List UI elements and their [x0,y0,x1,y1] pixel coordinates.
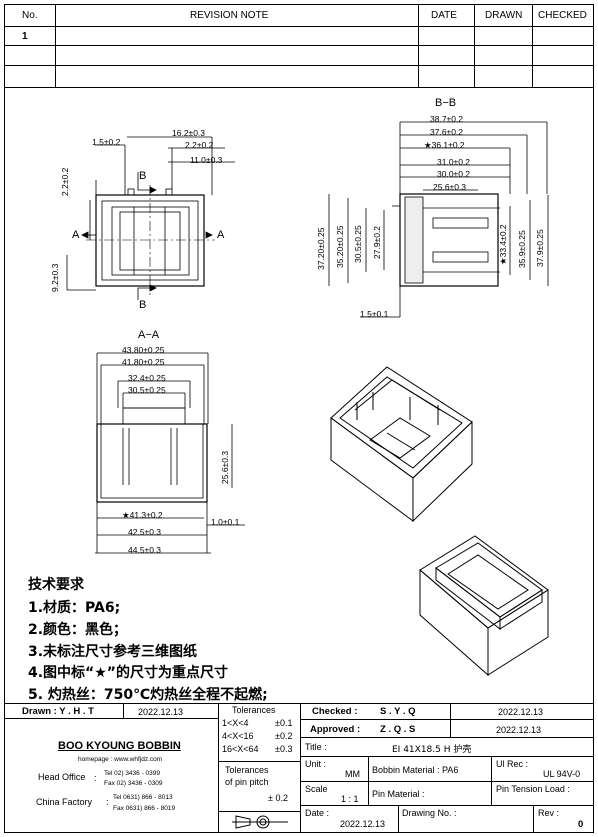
scale-value: 1 : 1 [341,794,359,804]
bb-dim-3: ★36.1±0.2 [424,140,465,150]
bb-dim-4: 31.0±0.2 [437,157,471,167]
head-office-tel: Tel 02) 3436 - 0399 [104,770,161,777]
rev-col-note: REVISION NOTE [190,10,269,21]
pin-material-label: Pin Material : [372,789,425,799]
bb-dim-5: 30.0±0.2 [437,169,471,179]
title-label: Title : [305,742,327,752]
company-homepage: homepage : www.whfjdz.com [78,756,163,763]
rev-col-checked: CHECKED [538,10,587,21]
checked-name: S . Y . Q [380,706,416,717]
note-1: 1.材质：PA6; [28,600,121,616]
aa-dim-6: ★41.3±0.2 [122,510,163,520]
tol-range-1: 1<X<4 [222,718,249,728]
front-dim-3: 2.2±0.2 [185,140,214,150]
tol-val-1: ±0.1 [275,718,293,728]
scale-label: Scale [305,784,328,794]
section-marker-a-right: A [217,229,225,241]
pitch-tol-sub: of pin pitch [225,777,269,787]
section-marker-b-bottom: B [139,299,147,311]
head-office-fax: Fax 02) 3436 - 0309 [104,780,163,787]
date-label: Date : [305,808,330,818]
unit-label: Unit : [305,759,327,769]
aa-dim-8: 44.5±0.3 [128,545,162,555]
rev-col-no: No. [22,10,38,21]
note-4: 4.图中标“★”的尺寸为重点尺寸 [28,665,229,681]
aa-dim-2: 41.80±0.25 [122,357,165,367]
aa-dim-3: 32.4±0.25 [128,373,166,383]
ul-rec-value: UL 94V-0 [543,769,581,779]
rev-row-no: 1 [22,31,28,42]
section-bb-title: B−B [435,97,457,109]
rev-value: 0 [578,819,584,830]
section-marker-a-left: A [72,229,80,241]
section-aa-title: A−A [138,329,160,341]
bb-dim-14: 1.5±0.1 [360,309,389,319]
tol-val-3: ±0.3 [275,744,293,754]
tol-val-2: ±0.2 [275,731,293,741]
note-2: 2.颜色：黑色； [28,622,128,638]
pin-tension-label: Pin Tension Load : [496,784,570,794]
china-factory-fax: Fax 0631) 866 - 8019 [113,805,176,812]
date-value: 2022.12.13 [340,819,386,829]
pitch-tol-val: ± 0.2 [268,793,288,803]
approved-name: Z . Q . S [380,724,416,735]
china-factory-label: China Factory [36,797,93,807]
tol-range-3: 16<X<64 [222,744,259,754]
aa-dim-1: 43.80±0.25 [122,345,165,355]
company-name: BOO KYOUNG BOBBIN [58,740,181,752]
note-3: 3.未标注尺寸参考三维图纸 [28,644,198,660]
checked-date: 2022.12.13 [498,707,544,717]
bb-dim-6: 25.6±0.3 [433,182,467,192]
note-5: 5. 灼热丝：750℃灼热丝全程不起燃; [28,687,268,703]
pitch-tol-title: Tolerances [225,765,269,775]
bobbin-material: Bobbin Material : PA6 [372,765,459,775]
bb-dim-2: 37.6±0.2 [430,127,464,137]
section-marker-b-top: B [139,170,147,182]
drawing-no-label: Drawing No. : [402,808,457,818]
head-office-label: Head Office [38,772,86,782]
china-factory-tel: Tel 0631) 866 - 8013 [113,794,173,801]
front-dim-4: 11.0±0.3 [190,155,223,165]
rev-col-drawn: DRAWN [485,10,523,21]
front-dim-2: 16.2±0.3 [172,128,206,138]
aa-dim-4: 30.5±0.25 [128,385,166,395]
rev-col-date: DATE [431,10,457,21]
drawn-by: Drawn : Y . H . T [22,706,94,717]
drawn-date: 2022.12.13 [138,707,184,717]
approved-date: 2022.12.13 [496,725,542,735]
checked-label: Checked : [312,706,358,717]
front-dim-1: 1.5±0.2 [92,137,121,147]
rev-label: Rev : [538,808,560,818]
unit-value: MM [345,769,360,779]
approved-label: Approved : [310,724,361,735]
aa-dim-9: 1.0±0.1 [211,517,240,527]
bb-dim-1: 38.7±0.2 [430,114,464,124]
title-value: EI 41X18.5 H 护壳 [392,745,472,755]
tol-range-2: 4<X<16 [222,731,254,741]
aa-dim-7: 42.5±0.3 [128,527,162,537]
ul-rec-label: Ul Rec : [496,759,529,769]
tol-title: Tolerances [232,705,276,715]
notes-title: 技术要求 [28,577,84,593]
